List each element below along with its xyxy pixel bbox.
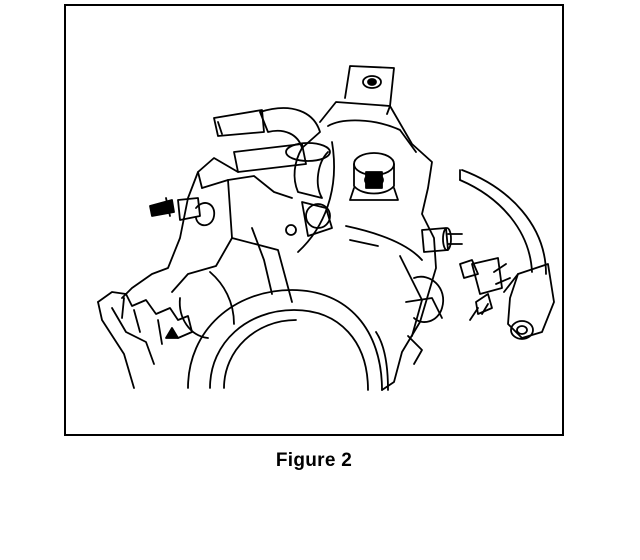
throttle-bore	[187, 289, 389, 391]
upper-hose	[213, 107, 331, 199]
side-fitting	[421, 227, 511, 321]
figure-caption: Figure 2	[275, 450, 353, 471]
engine-illustration	[97, 65, 555, 391]
throttle-linkage	[121, 143, 307, 303]
figure-frame	[64, 4, 564, 436]
throttle-body	[285, 101, 445, 391]
sensor-top	[349, 152, 399, 201]
mounting-bracket	[344, 65, 395, 115]
vacuum-hose	[459, 169, 555, 340]
lower-bracket	[97, 271, 235, 389]
